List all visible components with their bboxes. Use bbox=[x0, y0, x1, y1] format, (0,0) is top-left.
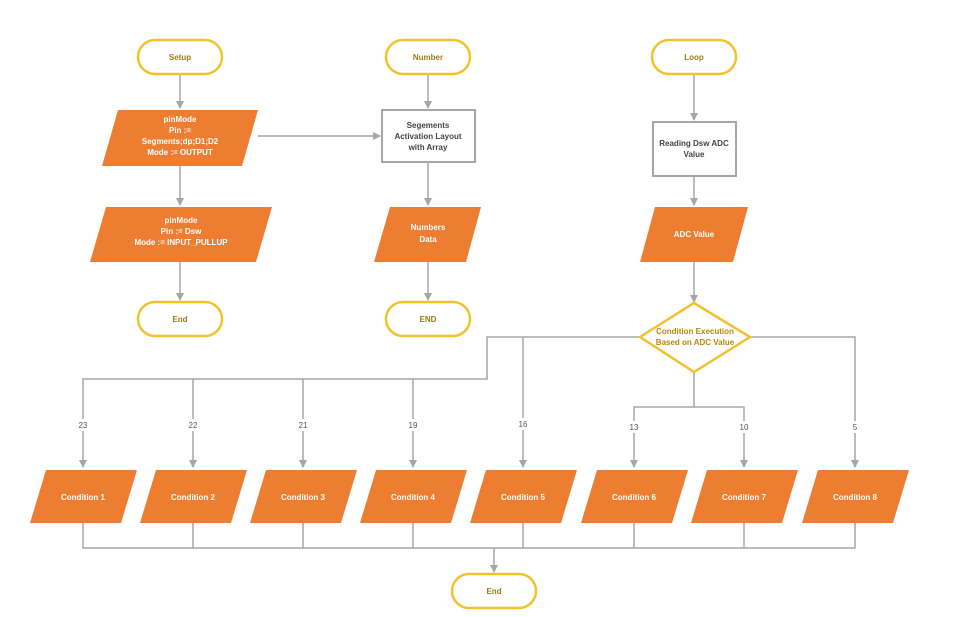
svg-text:Based on ADC Value: Based on ADC Value bbox=[656, 338, 735, 347]
svg-text:Data: Data bbox=[419, 235, 437, 244]
svg-text:Reading Dsw ADC: Reading Dsw ADC bbox=[659, 139, 729, 148]
svg-text:Condition 3: Condition 3 bbox=[281, 493, 326, 502]
decision-condition-execution: Condition Execution Based on ADC Value bbox=[637, 301, 753, 374]
svg-text:Mode := INPUT_PULLUP: Mode := INPUT_PULLUP bbox=[134, 238, 228, 247]
svg-text:ADC Value: ADC Value bbox=[674, 230, 715, 239]
svg-text:with Array: with Array bbox=[408, 143, 448, 152]
svg-text:Condition 7: Condition 7 bbox=[722, 493, 767, 502]
svg-text:END: END bbox=[420, 315, 437, 324]
branch-label: 10 bbox=[740, 423, 749, 432]
terminal-end-number: END bbox=[384, 300, 472, 338]
condition-4: Condition 4 bbox=[360, 470, 467, 523]
branch-label: 16 bbox=[519, 420, 528, 429]
svg-text:Mode := OUTPUT: Mode := OUTPUT bbox=[147, 148, 213, 157]
condition-8: Condition 8 bbox=[802, 470, 909, 523]
svg-text:Segements: Segements bbox=[407, 121, 450, 130]
condition-7: Condition 7 bbox=[691, 470, 798, 523]
condition-5: Condition 5 bbox=[470, 470, 577, 523]
svg-text:Condition 1: Condition 1 bbox=[61, 493, 106, 502]
branch-label: 23 bbox=[79, 421, 88, 430]
io-numbers-data: Numbers Data bbox=[374, 207, 481, 262]
svg-text:Condition 8: Condition 8 bbox=[833, 493, 878, 502]
branch-label: 13 bbox=[630, 423, 639, 432]
terminal-loop: Loop bbox=[650, 38, 738, 76]
svg-text:Activation Layout: Activation Layout bbox=[394, 132, 461, 141]
condition-3: Condition 3 bbox=[250, 470, 357, 523]
io-pinmode-input: pinMode Pin := Dsw Mode := INPUT_PULLUP bbox=[90, 207, 272, 262]
svg-text:Setup: Setup bbox=[169, 53, 191, 62]
terminal-number: Number bbox=[384, 38, 472, 76]
svg-text:Segments;dp;D1;D2: Segments;dp;D1;D2 bbox=[142, 137, 219, 146]
svg-text:Condition 5: Condition 5 bbox=[501, 493, 546, 502]
branch-label: 19 bbox=[409, 421, 418, 430]
terminal-end-final: End bbox=[450, 572, 538, 610]
terminal-end-setup: End bbox=[136, 300, 224, 338]
branch-label: 21 bbox=[299, 421, 308, 430]
svg-text:Pin :=: Pin := bbox=[169, 126, 191, 135]
condition-2: Condition 2 bbox=[140, 470, 247, 523]
svg-text:pinMode: pinMode bbox=[164, 115, 197, 124]
terminal-setup: Setup bbox=[136, 38, 224, 76]
io-pinmode-output: pinMode Pin := Segments;dp;D1;D2 Mode :=… bbox=[102, 110, 258, 166]
svg-text:End: End bbox=[172, 315, 187, 324]
svg-text:Condition 6: Condition 6 bbox=[612, 493, 657, 502]
condition-1: Condition 1 bbox=[30, 470, 137, 523]
condition-6: Condition 6 bbox=[581, 470, 688, 523]
svg-text:End: End bbox=[486, 587, 501, 596]
svg-text:Value: Value bbox=[684, 150, 705, 159]
svg-text:Condition 2: Condition 2 bbox=[171, 493, 216, 502]
branch-labels: 23 22 21 19 16 13 10 5 bbox=[74, 418, 862, 433]
branch-label: 22 bbox=[189, 421, 198, 430]
svg-text:Number: Number bbox=[413, 53, 443, 62]
svg-text:pinMode: pinMode bbox=[165, 216, 198, 225]
svg-text:Numbers: Numbers bbox=[411, 223, 446, 232]
branch-label: 5 bbox=[853, 423, 858, 432]
io-adc-value: ADC Value bbox=[640, 207, 748, 262]
svg-text:Pin := Dsw: Pin := Dsw bbox=[161, 227, 202, 236]
svg-text:Condition 4: Condition 4 bbox=[391, 493, 436, 502]
svg-text:Condition Execution: Condition Execution bbox=[656, 327, 734, 336]
svg-text:Loop: Loop bbox=[684, 53, 704, 62]
process-reading-dsw: Reading Dsw ADC Value bbox=[652, 121, 737, 177]
process-segements-layout: Segements Activation Layout with Array bbox=[381, 109, 476, 163]
